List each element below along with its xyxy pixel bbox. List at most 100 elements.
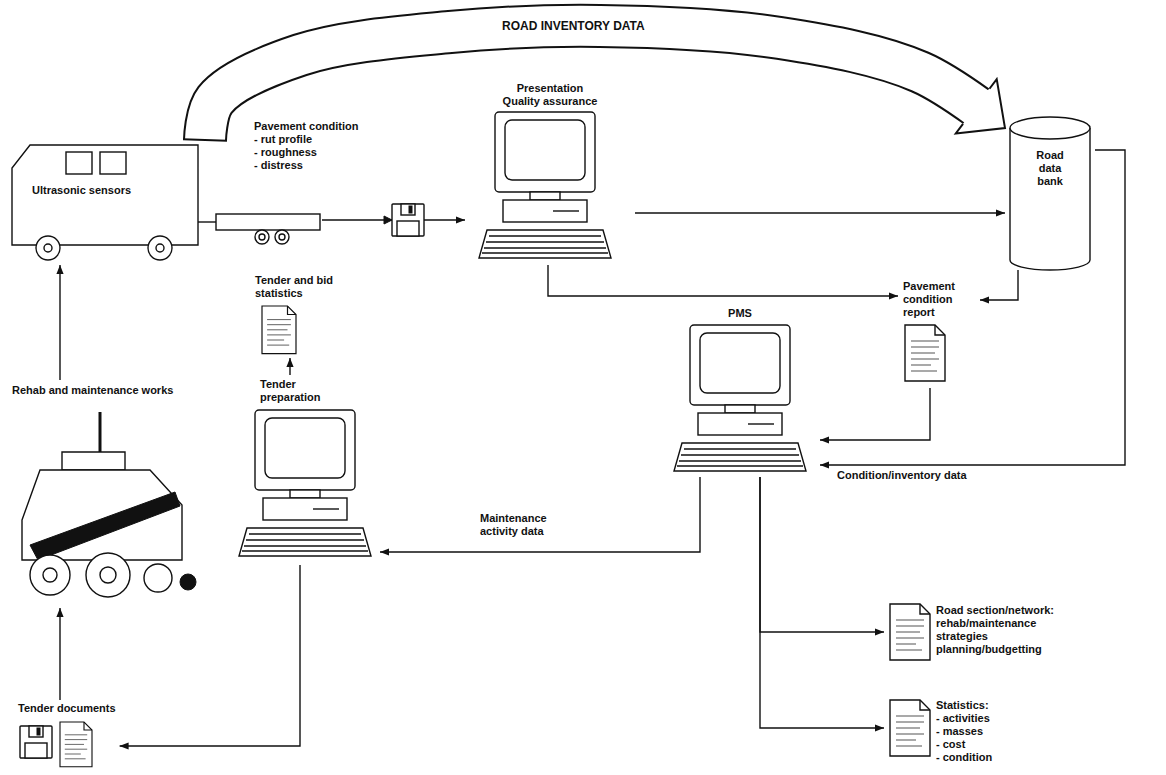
paving-machine <box>22 412 196 597</box>
wheel <box>86 553 130 597</box>
connector-group <box>60 26 1125 746</box>
van-window <box>66 152 92 174</box>
node-label: Road section/network: rehab/maintenance … <box>936 604 1086 656</box>
text-line: - activities <box>936 712 992 725</box>
document-icon <box>905 325 945 381</box>
database-cylinder <box>1010 117 1090 270</box>
node-label: PMS <box>728 307 752 320</box>
connector-line <box>760 477 884 632</box>
connector-line <box>59 265 60 380</box>
flow-arrow <box>980 270 1018 300</box>
text-line: - roughness <box>254 146 359 159</box>
connector-line <box>380 477 700 552</box>
document-icon: Tender documents <box>14 700 120 772</box>
wheel <box>144 564 172 592</box>
flow-arrow <box>760 477 884 728</box>
flow-arrow <box>60 265 61 380</box>
text-line: - distress <box>254 159 359 172</box>
band-head <box>956 79 1005 133</box>
trailer-hub <box>279 234 285 240</box>
band-fill <box>205 26 1005 140</box>
band-head-fill <box>956 79 1005 133</box>
flow-label: Pavement condition - rut profile - rough… <box>252 120 361 172</box>
node-label: Statistics: - activities - masses - cost… <box>936 699 992 764</box>
flow-arrow <box>290 358 291 375</box>
flow-label: Condition/inventory data <box>835 469 969 482</box>
text-line: - condition <box>936 751 992 764</box>
trailer <box>216 214 320 230</box>
report-document: Pavement condition report <box>898 276 980 388</box>
node-label: Ultrasonic sensors <box>32 184 131 197</box>
node-label: Tender documents <box>18 702 116 715</box>
connector-line <box>289 358 290 375</box>
text-line: Pavement condition <box>254 120 359 133</box>
text-line: - rut profile <box>254 133 359 146</box>
text-line: - cost <box>936 738 992 751</box>
text-line: Statistics: <box>936 699 992 712</box>
connector-line <box>980 270 1018 300</box>
connector-line <box>120 565 300 746</box>
computer: PMS <box>660 304 820 477</box>
diskette-icon <box>20 726 52 758</box>
flow-arrow <box>548 265 898 296</box>
document-icon <box>262 306 296 354</box>
trailer-hub <box>259 234 265 240</box>
wheel <box>148 236 172 260</box>
node-label: Tender and bid statistics <box>255 274 347 300</box>
flow-arrow <box>820 388 930 440</box>
flow-arrow <box>635 213 1005 214</box>
computer-illustration <box>239 410 371 556</box>
node-label: Road data bank <box>1030 149 1070 188</box>
exhaust-pipe <box>99 412 102 452</box>
cylinder-top <box>1010 117 1090 139</box>
diskette-icon <box>392 204 424 236</box>
screed-roller <box>180 574 196 590</box>
flow-arrow <box>60 608 61 700</box>
computer: Tender preparation <box>230 375 380 565</box>
document-icon: Statistics: - activities - masses - cost… <box>884 694 1059 768</box>
wheel-hub <box>156 244 164 252</box>
document-icon: Road section/network: rehab/maintenance … <box>884 598 1099 666</box>
node-label: Rehab and maintenance works <box>12 384 173 397</box>
cylinder-body <box>1010 128 1090 270</box>
paving-machine: Rehab and maintenance works <box>8 380 203 608</box>
computer-illustration <box>674 325 806 471</box>
text-line: - masses <box>936 725 992 738</box>
document-icon <box>890 700 930 756</box>
connector-line <box>760 477 884 728</box>
operator-deck <box>62 452 125 470</box>
asphalt-band <box>30 492 180 560</box>
wheel <box>36 236 60 260</box>
document-icon: Tender and bid statistics <box>252 270 351 358</box>
paver-body <box>22 470 182 560</box>
wheel-hub <box>44 244 52 252</box>
flow-arrow <box>760 477 884 632</box>
computer-illustration <box>479 112 611 258</box>
document-icon <box>60 722 92 767</box>
flow-label: ROAD INVENTORY DATA <box>500 19 647 34</box>
band-end <box>183 139 227 141</box>
flow-arrow <box>380 477 700 552</box>
flow-label: Maintenance activity data <box>478 512 556 538</box>
document-icon <box>890 604 930 660</box>
trailer-wheel <box>255 230 269 244</box>
computer: Presentation Quality assurance <box>465 80 635 265</box>
node-label: Presentation Quality assurance <box>500 82 600 108</box>
node-label: Pavement condition report <box>903 280 965 319</box>
wheel-hub <box>43 568 57 582</box>
connector-line <box>635 212 1005 213</box>
tow-bar <box>198 221 216 222</box>
van-body <box>12 145 198 245</box>
trailer-wheel <box>275 230 289 244</box>
connector-line <box>59 608 60 700</box>
arrowhead <box>384 216 392 224</box>
wheel <box>30 555 70 595</box>
van-window <box>100 152 126 174</box>
connector-line <box>548 265 898 296</box>
node-label: Tender preparation <box>260 378 335 404</box>
band-outline <box>205 26 1005 140</box>
